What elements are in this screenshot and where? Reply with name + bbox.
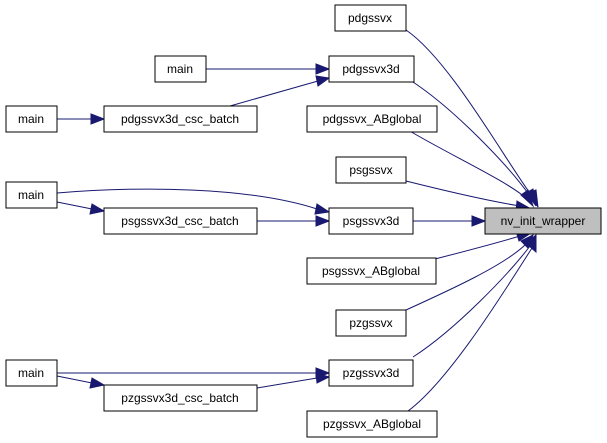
- arrowhead: [315, 372, 331, 384]
- node-box: [103, 207, 258, 235]
- node-pzgssvx[interactable]: pzgssvx: [335, 309, 407, 337]
- node-box: [335, 309, 407, 337]
- arrowhead: [520, 189, 535, 208]
- arrowhead: [315, 215, 331, 227]
- node-pzgssvx_ABglobal[interactable]: pzgssvx_ABglobal: [306, 410, 438, 438]
- arrowhead: [314, 203, 331, 215]
- node-label: psgssvx3d: [343, 214, 400, 228]
- node-box: [306, 105, 438, 133]
- node-box: [306, 257, 437, 285]
- node-box: [154, 55, 207, 83]
- node-label: pdgssvx: [348, 11, 392, 25]
- node-pdgssvx3d[interactable]: pdgssvx3d: [328, 55, 415, 83]
- edge-pdgssvx3d_batch-to-pdgssvx3d: [229, 80, 319, 107]
- node-box: [306, 410, 438, 438]
- arrowhead: [89, 377, 106, 389]
- edges-into-middle: [56, 63, 331, 389]
- node-label: pzgssvx_ABglobal: [323, 417, 421, 431]
- arrowhead: [471, 215, 487, 227]
- edge-pdgssvx-to-root: [405, 29, 533, 197]
- arrowhead: [89, 203, 106, 215]
- node-box: [334, 4, 407, 32]
- node-pdgssvx[interactable]: pdgssvx: [334, 4, 407, 32]
- node-main-4[interactable]: main: [5, 359, 58, 387]
- node-label: psgssvx: [349, 163, 392, 177]
- node-label: psgssvx_ABglobal: [322, 264, 420, 278]
- node-psgssvx3d_csc_batch[interactable]: psgssvx3d_csc_batch: [103, 207, 258, 235]
- edge-main3-to-psgssvx3d: [56, 188, 318, 210]
- node-box: [103, 105, 258, 133]
- node-main-1[interactable]: main: [154, 55, 207, 83]
- node-pzgssvx3d[interactable]: pzgssvx3d: [328, 359, 414, 387]
- arrowhead: [527, 233, 537, 254]
- node-label: pdgssvx3d: [342, 62, 399, 76]
- node-box: [5, 181, 58, 209]
- arrowhead: [315, 63, 331, 75]
- node-label: psgssvx3d_csc_batch: [121, 214, 238, 228]
- node-label: main: [18, 112, 44, 126]
- node-box: [335, 156, 407, 184]
- edge-pzgssvx_ABglobal-to-root: [407, 247, 533, 412]
- node-main-2[interactable]: main: [5, 105, 58, 133]
- edge-psgssvx_ABglobal-to-root: [434, 235, 521, 260]
- edge-main3-to-psgssvx3d_batch: [56, 201, 93, 210]
- arrowhead: [90, 113, 106, 125]
- node-label: nv_init_wrapper: [501, 214, 586, 228]
- node-pdgssvx3d_csc_batch[interactable]: pdgssvx3d_csc_batch: [103, 105, 258, 133]
- edge-main4-to-pzgssvx3d_batch: [56, 375, 93, 384]
- edge-pzgssvx3d-to-root: [412, 245, 531, 358]
- node-box: [5, 359, 58, 387]
- node-psgssvx[interactable]: psgssvx: [335, 156, 407, 184]
- edge-pdgssvx_ABglobal-to-root: [407, 129, 527, 199]
- node-label: pdgssvx3d_csc_batch: [121, 112, 239, 126]
- node-label: pzgssvx3d_csc_batch: [121, 391, 238, 405]
- node-main-3[interactable]: main: [5, 181, 58, 209]
- arrowhead: [315, 75, 331, 87]
- node-label: pdgssvx_ABglobal: [323, 112, 422, 126]
- node-psgssvx_ABglobal[interactable]: psgssvx_ABglobal: [306, 257, 437, 285]
- node-box: [484, 207, 602, 235]
- edge-pdgssvx3d-to-root: [412, 81, 531, 197]
- node-label: main: [18, 366, 44, 380]
- node-label: pzgssvx: [349, 316, 392, 330]
- node-box: [328, 55, 415, 83]
- node-label: main: [18, 188, 44, 202]
- edge-pzgssvx3d_batch-to-pzgssvx3d: [256, 377, 318, 389]
- node-label: main: [167, 62, 193, 76]
- node-root[interactable]: nv_init_wrapper: [484, 207, 602, 235]
- node-box: [328, 207, 414, 235]
- node-pzgssvx3d_csc_batch[interactable]: pzgssvx3d_csc_batch: [103, 384, 258, 412]
- node-box: [103, 384, 258, 412]
- node-pdgssvx_ABglobal[interactable]: pdgssvx_ABglobal: [306, 105, 438, 133]
- edge-pzgssvx-to-root: [405, 243, 527, 311]
- node-box: [5, 105, 58, 133]
- node-label: pzgssvx3d: [343, 366, 400, 380]
- node-box: [328, 359, 414, 387]
- node-psgssvx3d[interactable]: psgssvx3d: [328, 207, 414, 235]
- edge-psgssvx-to-root: [405, 180, 521, 207]
